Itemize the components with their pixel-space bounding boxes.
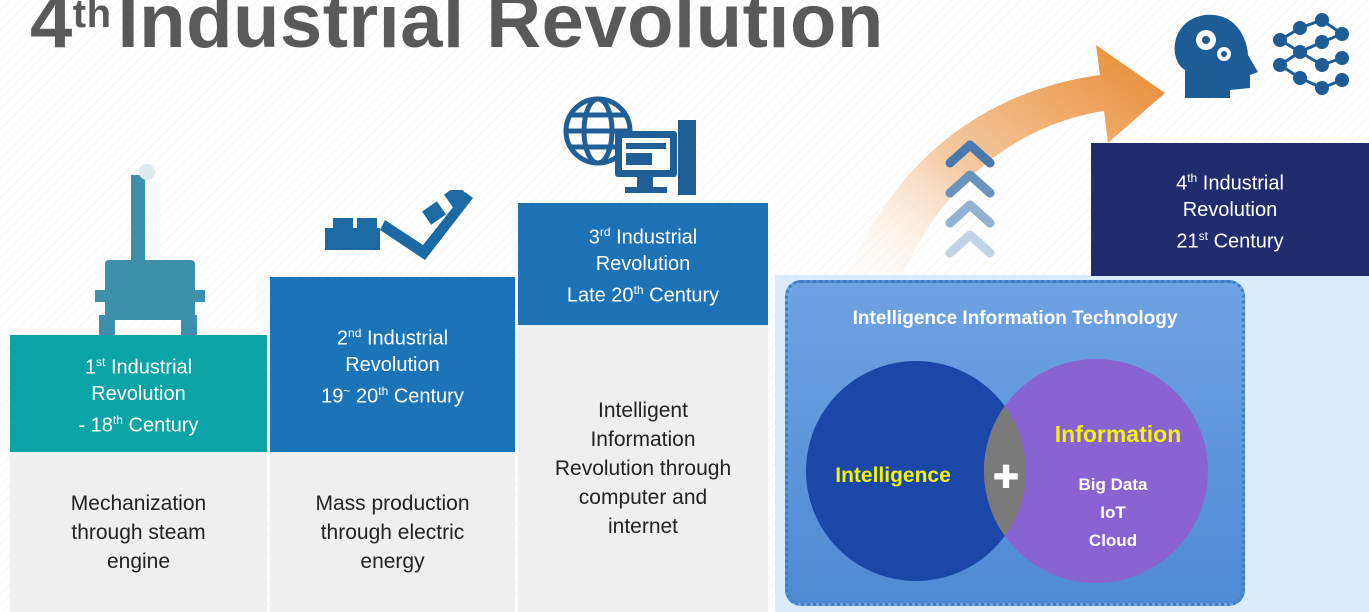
venn-label-information: Information [1054,421,1182,447]
venn-circle-intelligence [806,361,1026,581]
computer-globe-icon [563,96,696,195]
conveyor-belt-icon [325,190,473,260]
growth-arrow-icon [840,45,1165,295]
plus-icon: ✚ [992,459,1020,495]
stage-1-description: Mechanization through steam engine [10,452,267,612]
chevron-up-stack-icon [945,140,995,258]
tech-panel-title: Intelligence Information Technology [852,308,1178,329]
stage-2-header: 2nd Industrial Revolution 19~ 20th Centu… [270,277,515,452]
venn-label-intelligence: Intelligence [835,464,951,487]
information-items: Big Data IoT Cloud [1053,471,1173,555]
stage-1-header: 1st Industrial Revolution - 18th Century [10,335,267,452]
venn-diagram [806,359,1208,583]
factory-icon [95,164,205,337]
tech-panel: Intelligence Information Technology Inte… [785,280,1245,606]
ai-brain-network-icon [1174,13,1349,98]
information-item: IoT [1100,503,1126,522]
stage-3-description: Intelligent Information Revolution throu… [518,325,768,612]
page-title: 4thIndustrial Revolution [30,0,884,64]
stage-4-header: 4th Industrial Revolution 21st Century [1091,143,1369,276]
stage-2-description: Mass production through electric energy [270,452,515,612]
information-item: Cloud [1088,531,1138,550]
information-item: Big Data [1078,475,1148,494]
venn-circle-information [984,359,1208,583]
stage-3-header: 3rd Industrial Revolution Late 20th Cent… [518,203,768,325]
